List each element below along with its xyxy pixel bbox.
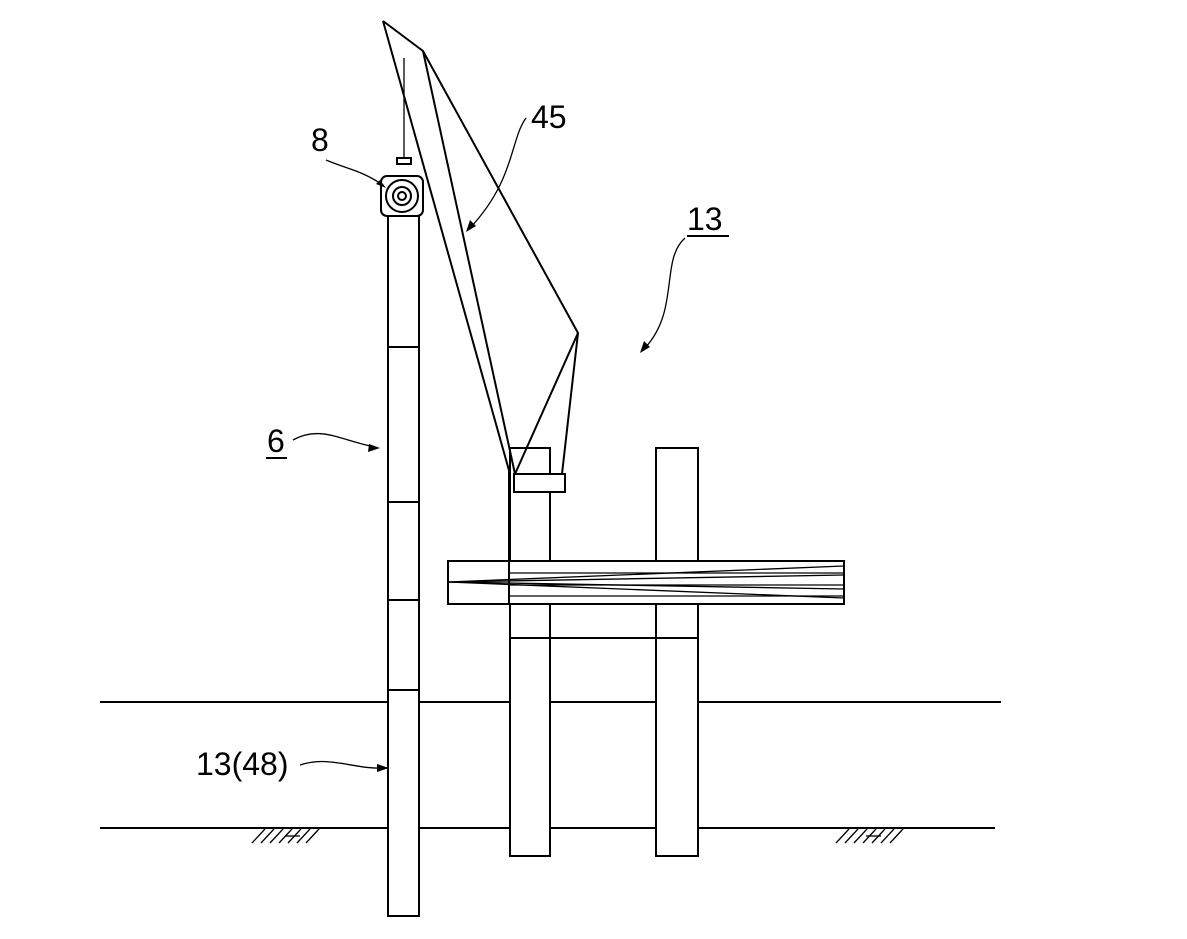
seabed-hatch-right [836,829,903,843]
platform-pile-left [510,448,550,856]
pile-gripper [381,176,423,216]
leader-45 [466,118,526,232]
leader-13 [640,238,685,353]
deck-beam [448,561,844,604]
seabed-hatch-left [252,829,319,843]
label-8: 8 [311,122,329,158]
label-13-48: 13(48) [196,746,289,782]
label-13: 13 [687,201,723,237]
leader-8 [326,160,386,188]
label-45: 45 [531,99,567,135]
label-6: 6 [267,423,285,459]
leader-6 [293,434,380,452]
leader-13-48 [300,762,389,772]
driven-pile [388,200,419,916]
platform-pile-right [656,448,698,856]
